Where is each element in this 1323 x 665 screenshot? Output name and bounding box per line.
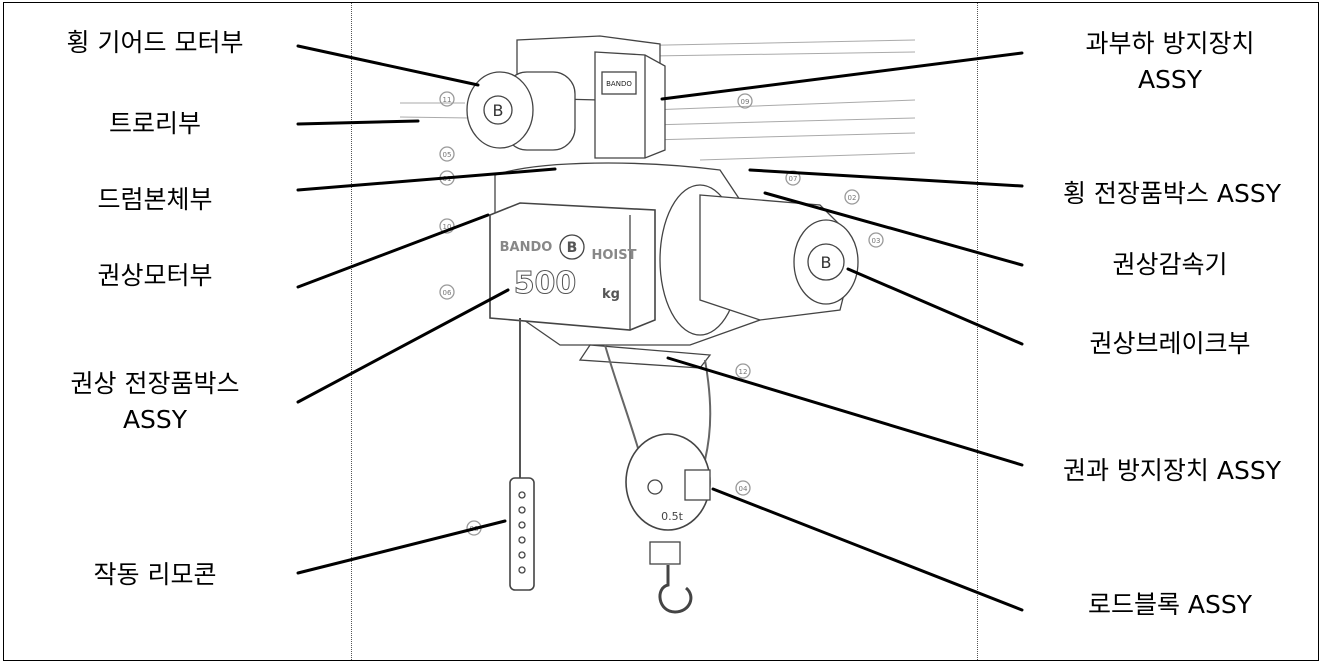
svg-text:09: 09	[741, 98, 750, 106]
label-drum-body: 드럼본체부	[97, 185, 213, 214]
diagram-frame	[3, 2, 1319, 661]
callout-04: 04	[735, 480, 751, 496]
callout-10: 10	[439, 218, 455, 234]
label-traverse-electric-box: 횡 전장품박스 ASSY	[1062, 179, 1281, 208]
svg-text:04: 04	[739, 485, 748, 493]
leader-overload-protector	[660, 51, 1024, 101]
leader-drum-body	[296, 167, 557, 192]
label-hoist-brake: 권상브레이크부	[1089, 329, 1251, 358]
right-column-divider	[977, 3, 978, 660]
overload-box-brand: BANDO	[606, 80, 632, 88]
svg-text:06: 06	[443, 289, 452, 297]
leader-traverse-electric-box	[748, 168, 1024, 188]
label-overload-protector-line2: ASSY	[1137, 65, 1203, 94]
hoist-electric-box: B BANDO HOIST 500 kg	[489, 202, 656, 331]
label-overload-protector-line1: 과부하 방지장치	[1085, 29, 1255, 58]
callout-11: 11	[439, 91, 455, 107]
hoist-motor-badge	[807, 243, 845, 281]
hoist-motor: B	[699, 194, 859, 321]
leader-trolley	[296, 119, 420, 126]
label-traverse-geared-motor: 횡 기어드 모터부	[66, 28, 244, 57]
label-hoist-electric-box: 권상 전장품박스 ASSY	[40, 366, 270, 438]
svg-text:03: 03	[872, 237, 881, 245]
leader-traverse-geared-motor	[296, 44, 480, 87]
remote-control-pendant	[509, 477, 535, 591]
leader-hoist-reducer	[763, 191, 1024, 267]
callout-09: 09	[737, 93, 753, 109]
leader-overwind-protector	[666, 356, 1024, 467]
load-block: 0.5t	[625, 433, 711, 614]
label-overload-protector: 과부하 방지장치 ASSY	[1040, 26, 1300, 98]
callout-06: 06	[439, 284, 455, 300]
label-load-block: 로드블록 ASSY	[1087, 590, 1253, 619]
capacity-number: 500	[514, 266, 577, 301]
svg-text:12: 12	[739, 368, 748, 376]
capacity-unit: kg	[602, 287, 620, 302]
label-hoist-reducer: 권상감속기	[1112, 250, 1228, 279]
block-capacity: 0.5t	[661, 510, 683, 523]
leader-hoist-brake	[846, 267, 1024, 346]
label-trolley: 트로리부	[108, 109, 201, 138]
label-hoist-motor: 권상모터부	[97, 261, 213, 290]
brand-letter: B	[567, 240, 578, 256]
traverse-motor: B	[466, 71, 576, 151]
traverse-motor-badge	[483, 95, 513, 125]
leader-remote-control	[296, 519, 507, 575]
callout-12: 12	[735, 363, 751, 379]
svg-text:02: 02	[848, 194, 857, 202]
svg-text:11: 11	[443, 96, 452, 104]
callout-05: 05	[439, 146, 455, 162]
traverse-motor-letter: B	[493, 101, 504, 120]
hoist-illustration: B BANDO B B BANDO HOIST 500	[399, 35, 916, 614]
callout-03: 03	[868, 232, 884, 248]
leader-lines	[296, 44, 1024, 612]
svg-text:07: 07	[789, 175, 798, 183]
callout-07: 07	[785, 170, 801, 186]
svg-text:05: 05	[443, 151, 452, 159]
leader-hoist-electric-box	[296, 288, 510, 404]
leader-load-block	[711, 487, 1024, 612]
svg-text:10: 10	[443, 223, 452, 231]
label-remote-control: 작동 리모콘	[93, 560, 217, 589]
label-overwind-protector: 권과 방지장치 ASSY	[1062, 456, 1281, 485]
hoist-motor-letter: B	[821, 253, 832, 272]
brand-right: HOIST	[592, 248, 637, 263]
label-hoist-electric-box-line1: 권상 전장품박스	[70, 369, 240, 398]
label-hoist-electric-box-line2: ASSY	[122, 405, 188, 434]
callout-02: 02	[844, 189, 860, 205]
overload-protector-box: BANDO	[594, 51, 666, 159]
leader-hoist-motor	[296, 213, 490, 289]
brand-left: BANDO	[500, 240, 553, 255]
hook	[658, 565, 693, 614]
left-column-divider	[351, 3, 352, 660]
wire-ropes	[604, 344, 712, 461]
